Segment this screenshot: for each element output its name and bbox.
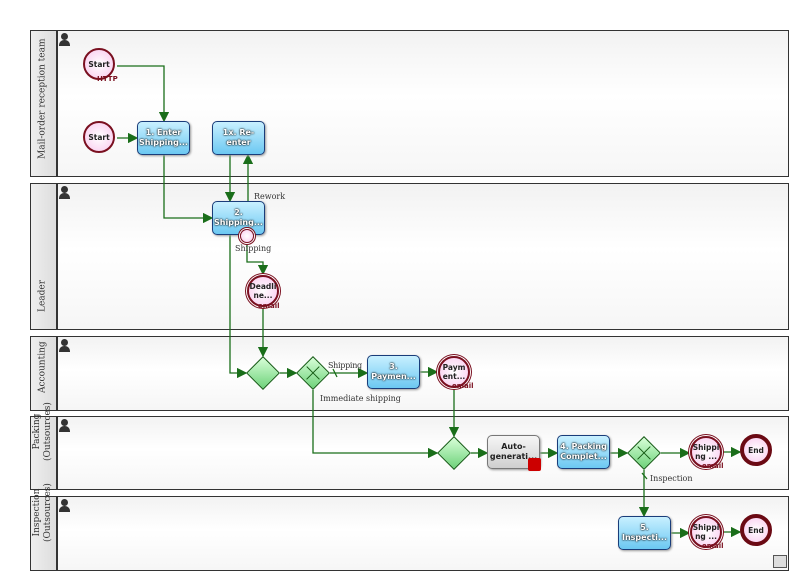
shipping-email-event[interactable]: Shippi ng ... (690, 436, 722, 468)
shipping-flow-label: Shipping (328, 361, 362, 370)
lane-header: Mail-order reception team (31, 31, 58, 176)
person-icon (59, 419, 70, 433)
flow (246, 245, 269, 276)
end-event[interactable]: End (740, 434, 772, 466)
flow (163, 155, 214, 224)
event-type-label: email (452, 382, 474, 390)
deadline-email-event[interactable]: Deadli ne... (247, 275, 279, 307)
event-type-label: email (258, 302, 280, 310)
lane-leader: Leader (30, 183, 789, 330)
event-type-label: email (702, 542, 724, 550)
start-event[interactable]: Start (83, 121, 115, 153)
rework-label: Rework (254, 192, 286, 201)
shipping-email-event[interactable]: Shippi ng ... (690, 516, 722, 548)
lane-header: Inspection (Outsources) (31, 483, 58, 570)
lane-header: Packing (Outsources) (31, 402, 58, 489)
flow (229, 235, 248, 379)
task-enter-shipping[interactable]: 1. Enter Shipping... (137, 121, 190, 155)
person-icon (59, 33, 70, 47)
task-reenter[interactable]: 1x. Re-enter (212, 121, 265, 155)
payment-email-event[interactable]: Paym ent... (438, 356, 470, 388)
person-icon (59, 339, 70, 353)
event-type-label: HTTP (97, 75, 118, 83)
lane-header: Leader (31, 184, 58, 329)
end-event[interactable]: End (740, 514, 772, 546)
person-icon (59, 186, 70, 200)
task-payment[interactable]: 3. Paymen... (367, 355, 420, 389)
inspection-label: Inspection (650, 474, 693, 483)
edit-note-icon[interactable] (773, 555, 787, 568)
task-inspection[interactable]: 5. Inspecti... (618, 516, 671, 550)
person-icon (59, 499, 70, 513)
flow (312, 390, 439, 459)
task-packing-complete[interactable]: 4. Packing Complet... (557, 435, 610, 469)
task-shipping[interactable]: 2. Shipping... (212, 201, 265, 235)
start-http-event[interactable]: Start (83, 48, 115, 80)
immediate-shipping-label: Immediate shipping (320, 394, 401, 403)
flow (117, 65, 170, 123)
lane-header: Accounting (31, 337, 58, 410)
timer-label: Shipping (235, 244, 272, 253)
event-type-label: email (702, 462, 724, 470)
pdf-icon (528, 458, 541, 471)
timer-icon[interactable] (240, 229, 254, 243)
